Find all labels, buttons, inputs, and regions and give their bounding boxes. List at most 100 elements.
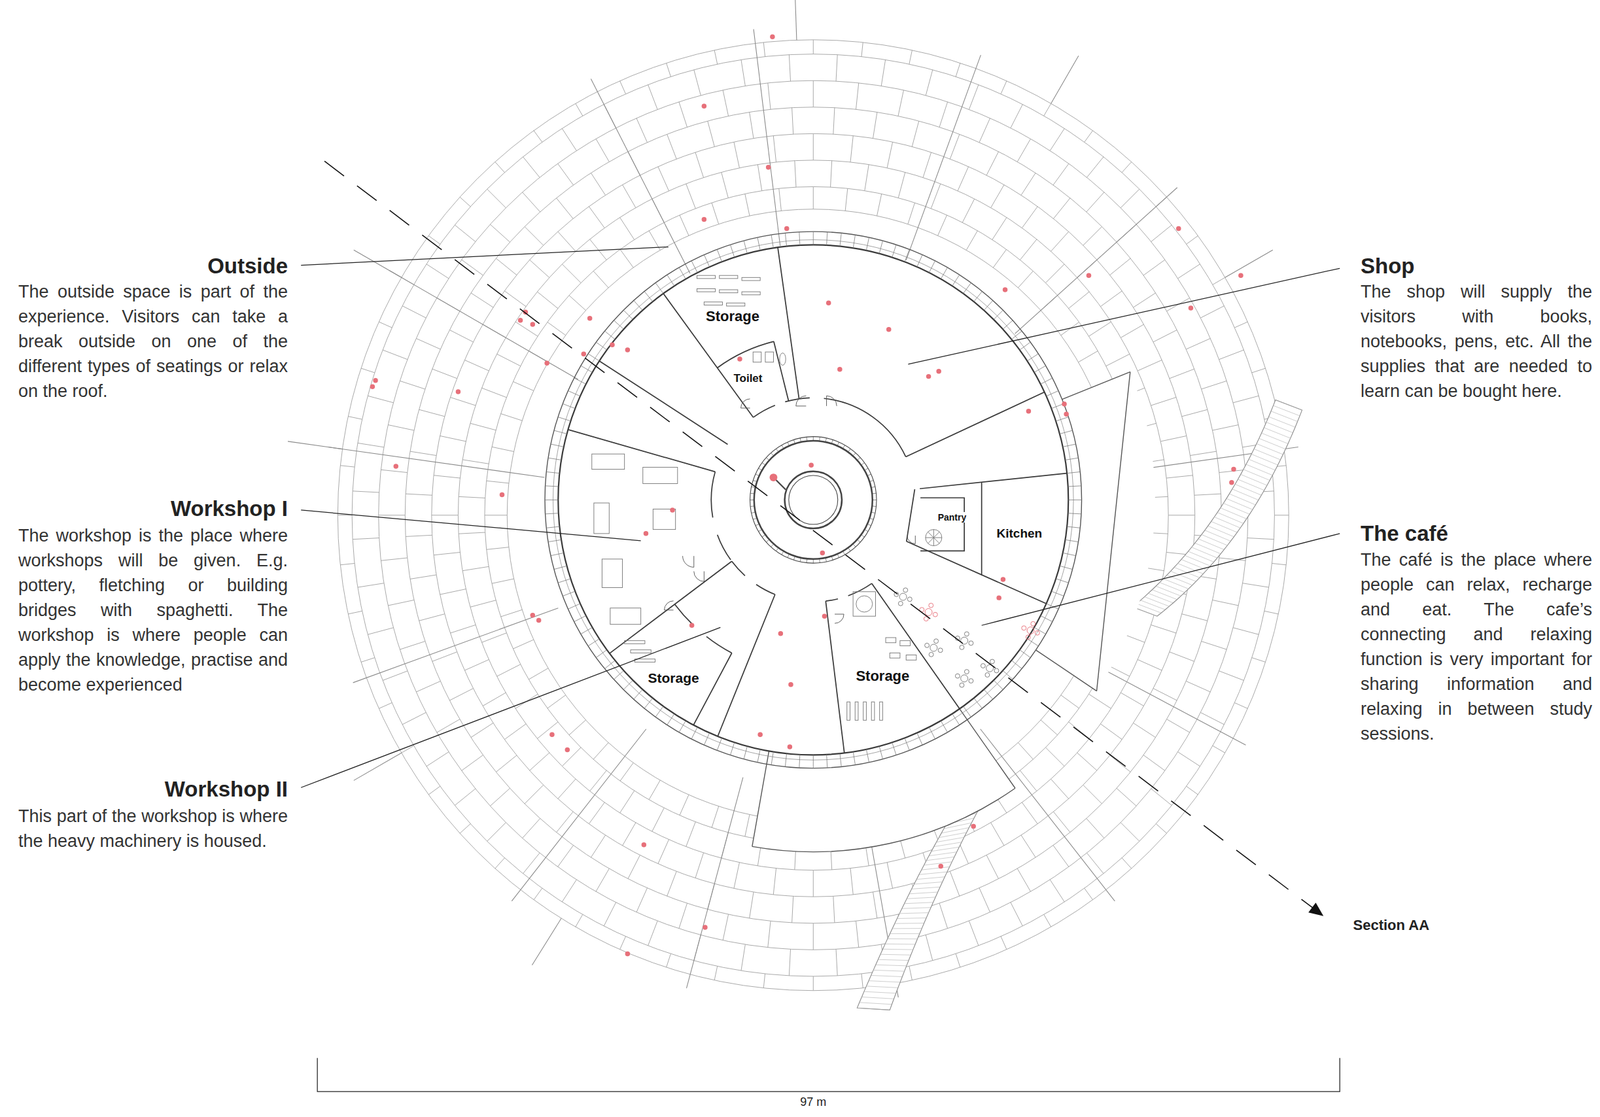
- terrace-seating: [1019, 239, 1037, 261]
- ramp: [1226, 498, 1253, 510]
- mullion: [546, 526, 560, 528]
- core: [750, 436, 877, 564]
- core-ticks: [793, 439, 795, 444]
- terrace-seating: [337, 39, 1289, 992]
- core-ticks: [762, 463, 766, 466]
- terrace-seating: [833, 107, 835, 135]
- facade: [552, 240, 1074, 761]
- core-ticks: [752, 518, 757, 520]
- terrace-cuts: [287, 441, 343, 450]
- mullion: [983, 300, 993, 311]
- terrace-seating: [470, 600, 496, 608]
- terrace-seating: [648, 780, 661, 800]
- terrace-seating: [486, 480, 509, 484]
- terrace-seating: [1021, 802, 1038, 825]
- terrace-seating: [763, 42, 765, 57]
- mullion: [1034, 365, 1046, 373]
- ramp: [1147, 593, 1173, 604]
- mullion: [904, 249, 910, 262]
- mullion: [963, 282, 972, 294]
- mullion: [644, 291, 653, 303]
- room-walls: [717, 535, 731, 560]
- terrace-seating: [380, 557, 407, 561]
- terrace-cuts: [590, 79, 691, 274]
- core-ticks: [765, 457, 770, 461]
- mullion: [1066, 526, 1080, 528]
- mullion: [1068, 499, 1082, 501]
- mullion: [588, 353, 600, 362]
- ramp: [868, 981, 901, 983]
- terrace-seating: [361, 658, 375, 663]
- core-ticks: [806, 558, 808, 563]
- core: [754, 440, 873, 560]
- terrace-seating: [491, 446, 515, 452]
- cafe-table: [960, 675, 969, 683]
- terrace-cuts: [1051, 55, 1079, 104]
- mullion: [799, 754, 800, 768]
- room-walls: [693, 653, 732, 726]
- terrace-seating: [1212, 277, 1226, 285]
- cafe-table: [1025, 635, 1031, 640]
- terrace-seating: [533, 888, 543, 901]
- terrace-seating: [979, 118, 990, 143]
- mullion: [703, 255, 710, 268]
- terrace-seating: [1212, 425, 1239, 431]
- terrace-seating: [495, 162, 505, 173]
- person-dot: [702, 924, 708, 930]
- furniture: [933, 531, 940, 538]
- mullion: [1034, 627, 1046, 634]
- terrace-seating: [1143, 755, 1166, 772]
- terrace-seating: [482, 692, 506, 706]
- person-dot: [1063, 412, 1069, 417]
- terrace-seating: [745, 815, 750, 838]
- terrace-seating: [495, 258, 517, 276]
- room-walls: [567, 247, 1067, 753]
- terrace-seating: [1021, 835, 1036, 858]
- terrace-seating: [522, 818, 541, 838]
- room-walls: [609, 561, 732, 654]
- scale-bar: [317, 1058, 1340, 1092]
- mullion: [952, 713, 960, 725]
- entrance-area: [752, 720, 1016, 853]
- person-dot: [757, 731, 763, 737]
- terrace-seating: [481, 387, 507, 398]
- callout-text: The outside space is part of the experie…: [18, 279, 288, 404]
- terrace-seating: [1151, 397, 1177, 406]
- terrace-seating: [939, 903, 948, 929]
- mullion: [554, 430, 568, 434]
- terrace-seating: [1185, 338, 1211, 349]
- section-arrowhead: [1308, 902, 1324, 917]
- terrace-cuts: [353, 249, 402, 278]
- mullion: [595, 650, 607, 659]
- room-walls: [825, 601, 845, 753]
- cafe-table: [989, 659, 995, 664]
- ramp: [880, 954, 912, 956]
- person-dot: [808, 463, 814, 468]
- person-dot: [565, 747, 570, 753]
- person-dot: [370, 383, 375, 389]
- terrace-seating: [722, 914, 729, 941]
- terrace-seating: [711, 202, 719, 225]
- terrace-seating: [378, 703, 392, 710]
- terrace-seating: [1051, 231, 1069, 252]
- terrace-seating: [861, 42, 863, 57]
- terrace-seating: [426, 264, 449, 279]
- core-ticks: [860, 535, 865, 538]
- terrace-seating: [835, 949, 838, 976]
- cafe-table: [919, 603, 938, 621]
- terrace-seating: [1053, 811, 1071, 833]
- mullion: [952, 274, 960, 286]
- terrace-seating: [741, 944, 746, 971]
- mullion: [1062, 444, 1077, 447]
- terrace-seating: [1247, 538, 1275, 540]
- terrace-seating: [949, 871, 960, 897]
- terrace-seating: [1110, 258, 1131, 276]
- terrace-seating: [590, 239, 608, 261]
- terrace-seating: [504, 724, 526, 740]
- mullion: [691, 260, 698, 273]
- terrace-seating: [1182, 614, 1208, 621]
- mullion: [928, 260, 935, 273]
- terrace-seating: [487, 822, 507, 842]
- terrace-seating: [458, 532, 486, 534]
- mullion: [557, 417, 571, 422]
